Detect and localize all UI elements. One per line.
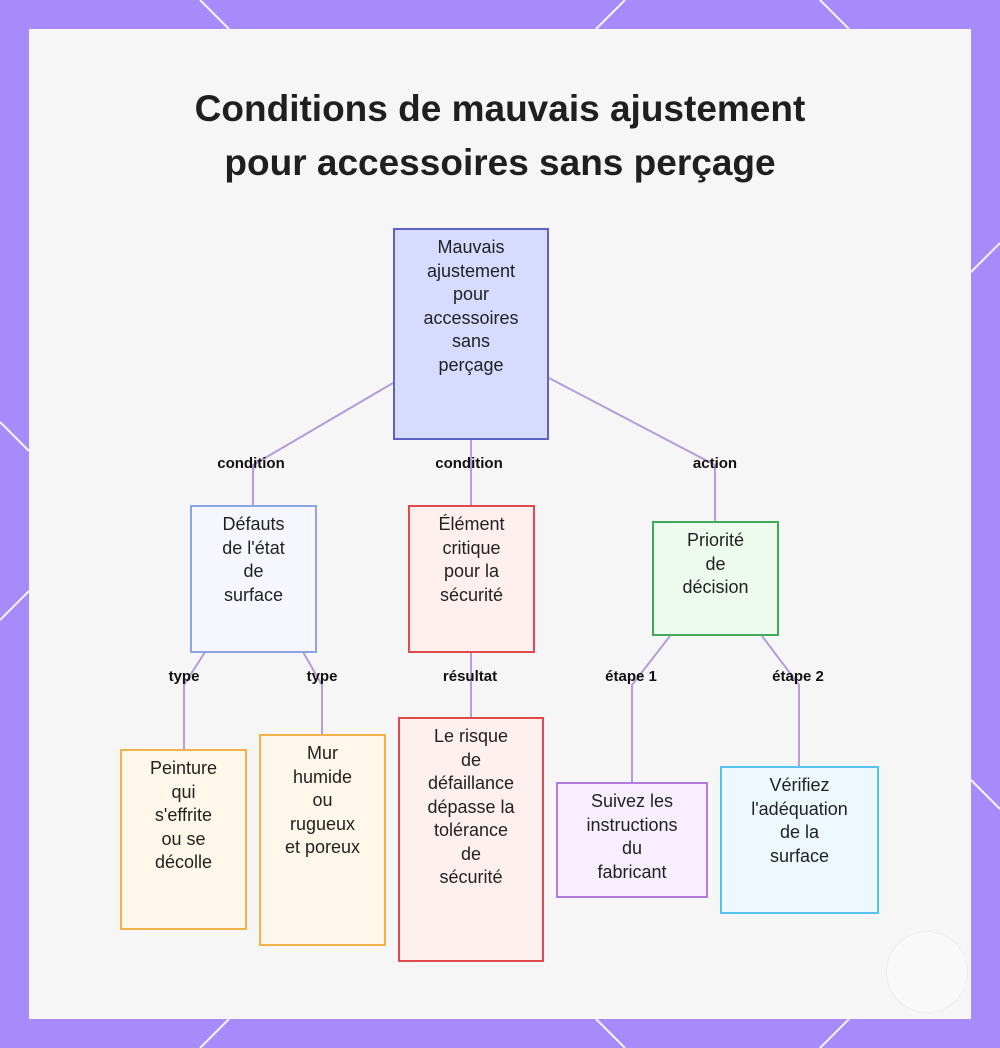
node-text-line: et poreux [284,837,361,857]
edge-label-action: action [692,455,738,472]
node-text-line: ou [312,790,333,810]
node-text-line: humide [292,766,353,787]
watermark-logo [886,931,968,1013]
node-text-line: qui [171,781,196,802]
edge-label-etape-2: étape 2 [772,668,824,685]
node-text-line: ajustement [426,260,516,281]
node-text-line: Élément [438,514,505,534]
node-text-line: Mur [307,743,338,763]
node-text-line: de l'état [222,537,285,558]
node-text-line: s'effrite [154,805,213,825]
node-text-line: Suivez les [590,791,674,811]
node-text-line: dépasse la [427,796,515,817]
node-text-line: du [621,838,643,858]
edge-priorite-verifiez [761,635,800,766]
node-text-line: fabricant [597,861,667,882]
edge-defauts-peinture [183,651,206,749]
node-text-line: l'adéquation [751,798,848,819]
node-root: Mauvais ajustement pour accessoires sans perç… [393,228,549,440]
edge-priorite-suivez [631,635,671,782]
node-text-line: de [460,843,482,864]
title-line-2: pour accessoires sans perçage [224,142,776,183]
node-text-line: sans [451,331,491,351]
node-suivez-instructions: Suivez les instructions du fabricant [556,782,708,898]
node-text-line: pour la [443,561,500,581]
node-text-line: sécurité [439,584,504,605]
title-line-1: Conditions de mauvais ajustement [194,88,806,129]
node-text-line: Vérifiez [769,775,830,795]
node-text-line: de [705,553,726,574]
node-element-critique: Élément critique pour la sécurité [408,505,535,653]
node-text-line: décolle [154,852,213,872]
node-text-line: instructions [586,814,678,835]
edge-defauts-mur [302,651,323,734]
edge-label-etape-1: étape 1 [605,668,657,685]
node-text-line: Le risque [433,726,509,746]
node-text-line: surface [223,584,284,605]
node-text-line: accessoires [423,307,519,328]
node-text-line: Priorité [686,530,744,550]
node-text-line: perçage [438,354,504,375]
edge-root-priorite [548,377,716,521]
node-priorite-decision: Priorité de décision [652,521,779,636]
node-verifiez-adequation: Vérifiez l'adéquation de la surface [720,766,879,914]
node-text-line: Peinture [149,758,218,778]
edge-label-type-1: type [168,668,200,685]
node-defauts-etat-surface: Défauts de l'état de surface [190,505,317,653]
node-text-line: tolérance [433,820,509,840]
edge-label-condition-2: condition [435,455,503,472]
node-text-line: de [460,749,482,770]
node-text-line: de la [779,822,820,842]
node-text-line: de [243,561,264,581]
edge-label-resultat: résultat [442,668,498,685]
edge-label-type-2: type [306,668,338,685]
node-text-line: défaillance [427,773,515,793]
edge-root-defauts [252,382,394,505]
node-text-line: Mauvais [437,237,505,257]
node-text-line: critique [442,537,501,558]
node-text-line: ou se [161,828,206,849]
node-mur-humide: Mur humide ou rugueux et poreux [259,734,386,946]
node-risque-defaillance: Le risque de défaillance dépasse la toléranc… [398,717,544,962]
edge-label-condition-1: condition [217,455,285,472]
node-text-line: décision [682,577,749,597]
node-text-line: surface [769,845,830,866]
node-text-line: rugueux [289,813,356,834]
node-peinture: Peinture qui s'effrite ou se décolle [120,749,247,930]
node-text-line: pour [452,284,490,304]
page-title: Conditions de mauvais ajustement pour ac… [0,82,1000,190]
node-text-line: Défauts [222,514,285,534]
node-text-line: sécurité [439,867,503,887]
